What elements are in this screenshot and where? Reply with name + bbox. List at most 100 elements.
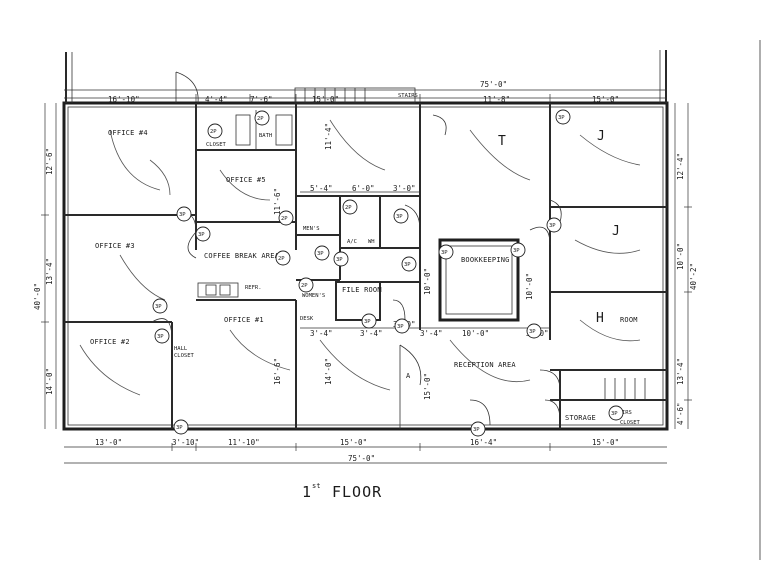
dimension-lines	[41, 89, 692, 464]
fixture-symbol: 3P	[470, 421, 486, 437]
label-bath: BATH	[259, 133, 272, 139]
dim-mid-5-4: 5'-4"	[310, 184, 333, 193]
label-closet-lower: CLOSET	[620, 420, 641, 426]
fixture-symbol: 3P	[401, 256, 417, 272]
dim-mid-11-6: 11'-6"	[273, 188, 282, 215]
dim-top-15-0: 15'-0"	[312, 95, 339, 104]
svg-text:2P: 2P	[210, 129, 217, 135]
exterior-walls	[62, 50, 669, 431]
fixture-symbol: 3P	[438, 244, 454, 260]
fixture-symbol: 3P	[333, 251, 349, 267]
dim-bot-3-10: 3'-10"	[172, 438, 199, 447]
bath-tub	[235, 114, 251, 146]
label-hall: HALL	[174, 346, 188, 352]
interior-walls	[64, 103, 667, 429]
fixture-symbol: 3P	[173, 419, 189, 435]
label-office-3: OFFICE #3	[95, 242, 135, 250]
dim-top-overall: 75'-0"	[480, 80, 507, 89]
label-hall-closet: CLOSET	[174, 353, 195, 359]
dim-mid-6-0: 6'-0"	[352, 184, 375, 193]
svg-text:3P: 3P	[549, 223, 556, 229]
dim-top-11-8: 11'-8"	[483, 95, 510, 104]
svg-text:3P: 3P	[513, 248, 520, 254]
svg-text:3P: 3P	[611, 411, 618, 417]
fixture-symbol: 3P	[510, 242, 526, 258]
svg-text:3P: 3P	[155, 304, 162, 310]
floor-title-word: FLOOR	[332, 483, 382, 501]
fixture-symbol: 3P	[314, 245, 330, 261]
fixture-symbol: 3P	[555, 109, 571, 125]
fixture-symbol: 2P	[298, 277, 314, 293]
label-letter-j1: J	[597, 129, 605, 144]
fixture-symbol: 2P	[207, 123, 223, 139]
fixture-symbol: 2P	[278, 210, 294, 226]
svg-text:3P: 3P	[396, 214, 403, 220]
label-reception: RECEPTION AREA	[454, 361, 516, 369]
fixture-symbol: 3P	[394, 318, 410, 334]
dim-left-14-0: 14'-0"	[45, 368, 54, 395]
svg-text:2P: 2P	[301, 283, 308, 289]
svg-text:3P: 3P	[473, 427, 480, 433]
fixture-symbol: 3P	[195, 226, 211, 242]
label-womens: WOMEN'S	[302, 293, 325, 299]
dim-top-4-4: 4'-4"	[205, 95, 228, 104]
label-desk: DESK	[300, 316, 314, 322]
svg-text:3P: 3P	[529, 329, 536, 335]
dim-bot-11-10: 11'-10"	[228, 438, 260, 447]
dim-bot-15-0: 15'-0"	[340, 438, 367, 447]
label-letter-h: H	[596, 311, 604, 326]
svg-text:3P: 3P	[364, 319, 371, 325]
dim-right-10-0: 10'-0"	[676, 243, 685, 270]
fixture-symbol: 3P	[526, 323, 542, 339]
svg-text:3P: 3P	[157, 334, 164, 340]
label-bookkeeping: BOOKKEEPING	[461, 256, 510, 264]
dim-mid-16-6: 16'-6"	[273, 358, 282, 385]
dim-bot-15-0b: 15'-0"	[592, 438, 619, 447]
electrical-wiring	[79, 119, 641, 396]
label-refr: REFR.	[245, 285, 262, 291]
floor-title-number: 1	[302, 483, 312, 501]
label-office-4: OFFICE #4	[108, 129, 148, 137]
svg-text:2P: 2P	[278, 256, 285, 262]
label-storage: STORAGE	[565, 414, 596, 422]
bookkeeping-walls	[438, 238, 520, 322]
building-inner-outline	[67, 106, 664, 426]
label-mens: MEN'S	[303, 226, 320, 232]
fixture-symbol: 3P	[176, 206, 192, 222]
dim-right-40-2: 40'-2"	[689, 263, 698, 290]
fixture-symbol: 3P	[154, 328, 170, 344]
dim-mid-15-0: 15'-0"	[423, 373, 432, 400]
file-room-walls	[335, 281, 381, 321]
svg-text:3P: 3P	[404, 262, 411, 268]
fixture-symbol: 3P	[608, 405, 624, 421]
label-letter-j2: J	[612, 224, 620, 239]
svg-text:3P: 3P	[176, 425, 183, 431]
label-ac: A/C	[347, 239, 357, 245]
room-labels: OFFICE #4 OFFICE #5 OFFICE #3 OFFICE #2 …	[90, 93, 641, 426]
fixtures: 3P 3P 3P 3P 3P 2P 2P 2P 3P 3P 3P 3P 2P 2…	[152, 109, 624, 437]
svg-text:2P: 2P	[257, 116, 264, 122]
floor-title-suffix: st	[312, 482, 321, 490]
dim-right-4-6: 4'-6"	[676, 402, 685, 425]
svg-text:2P: 2P	[345, 205, 352, 211]
dim-left-40-0: 40'-0"	[33, 283, 42, 310]
dim-top-7-6: 7'-6"	[250, 95, 273, 104]
fixture-symbol: 2P	[342, 199, 358, 215]
dim-mid-10-0v: 10'-0"	[423, 268, 432, 295]
dim-top-15-0b: 15'-0"	[592, 95, 619, 104]
dim-top-16-10: 16'-10"	[108, 95, 140, 104]
bath-shower	[275, 114, 293, 146]
dim-mid-3-4c: 3'-4"	[360, 329, 383, 338]
fixture-symbol: 3P	[361, 313, 377, 329]
dim-mid-10-0v2: 10'-0"	[525, 273, 534, 300]
label-office-2: OFFICE #2	[90, 338, 130, 346]
label-office-1: OFFICE #1	[224, 316, 264, 324]
dim-mid-14-0: 14'-0"	[324, 358, 333, 385]
dim-right-12-4: 12'-4"	[676, 153, 685, 180]
fixture-symbol: 3P	[393, 208, 409, 224]
fixture-symbol: 3P	[546, 217, 562, 233]
svg-text:3P: 3P	[558, 115, 565, 121]
svg-text:3P: 3P	[336, 257, 343, 263]
dim-bot-overall: 75'-0"	[348, 454, 375, 463]
label-letter-a: A	[406, 372, 411, 380]
